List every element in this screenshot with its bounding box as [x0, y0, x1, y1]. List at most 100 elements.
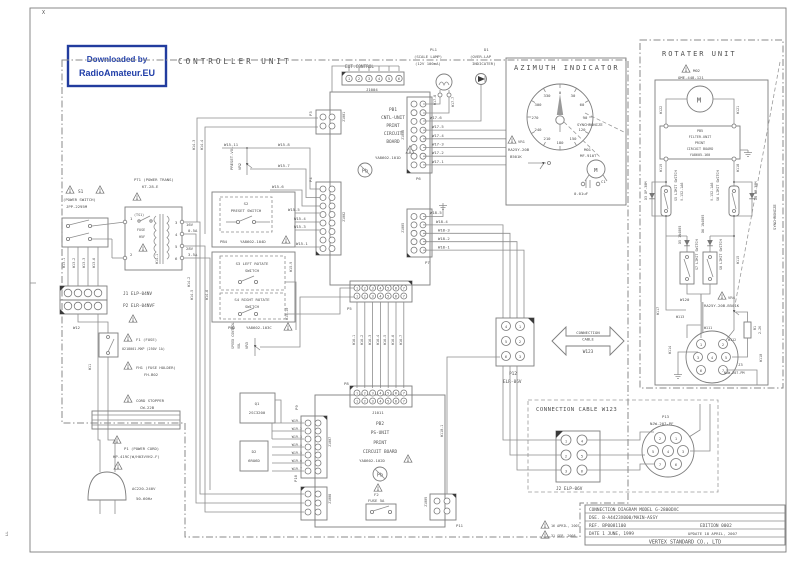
pin-number: 2 — [364, 390, 366, 395]
svg-text:CONNECTION CABLE W123: CONNECTION CABLE W123 — [536, 407, 617, 413]
svg-text:J1001: J1001 — [342, 112, 346, 122]
pin-number: 6 — [395, 293, 398, 298]
wire-label: W16-7 — [399, 335, 403, 345]
svg-text:F1 (FUSE): F1 (FUSE) — [136, 337, 157, 342]
wire-label: W17-7 — [451, 97, 455, 107]
diode-icon — [683, 239, 691, 247]
connector-pin — [515, 336, 525, 346]
wire — [677, 351, 698, 372]
connector-pin — [328, 211, 336, 218]
connector-pin — [369, 284, 377, 292]
connector-pin — [319, 236, 327, 244]
pin-number: 5 — [387, 390, 389, 395]
svg-text:2: 2 — [130, 252, 133, 257]
svg-text:MF-910T: MF-910T — [580, 153, 597, 158]
azimuth-motor-m01: M01 MF-910T M C1 0.01uF — [574, 147, 608, 196]
connector-pin — [400, 389, 408, 397]
connector-pin — [384, 284, 392, 292]
connector-pin — [314, 451, 322, 459]
svg-text:ELR-06V: ELR-06V — [503, 379, 522, 385]
wire-label: W17-4 — [432, 133, 444, 138]
wire-label: W13-2 — [72, 258, 76, 268]
connector-pin — [392, 389, 400, 397]
connector-pin — [345, 74, 353, 83]
svg-text:PRESET.VOL: PRESET.VOL — [229, 146, 234, 170]
wire-label: W121 — [736, 106, 740, 114]
rotator-unit-title: ROTATER UNIT — [662, 50, 737, 58]
svg-text:5: 5 — [652, 449, 654, 454]
wire-label: W16-6 — [391, 335, 395, 345]
wire-label: W11 — [88, 364, 92, 370]
wire — [665, 236, 686, 311]
pin-number: 5 — [581, 453, 583, 458]
connector-pin — [410, 161, 418, 169]
wire-label: W14-1 — [155, 254, 159, 264]
svg-text:P1 (POWER CORD): P1 (POWER CORD) — [124, 446, 159, 451]
svg-text:(POWER SWITCH): (POWER SWITCH) — [63, 197, 96, 202]
connector-p13: P13 NJW-207-PF 2 1 5 4 3 7 6 — [641, 414, 695, 478]
connector-pin — [319, 202, 327, 210]
pin-number: 2 — [364, 398, 366, 403]
pin-number: 3 — [371, 390, 373, 395]
svg-text:FILTER-UNIT: FILTER-UNIT — [689, 135, 711, 139]
pin-number: 4 — [581, 438, 584, 443]
svg-text:P6: P6 — [416, 176, 421, 181]
connector-pin — [328, 113, 336, 121]
pin-number: 5 — [387, 293, 389, 298]
wire — [726, 369, 758, 385]
warning-icon — [540, 520, 550, 529]
svg-text:J1002: J1002 — [342, 212, 346, 222]
svg-text:SPEED CONTROL: SPEED CONTROL — [231, 322, 235, 349]
pin-number: 4 — [505, 324, 508, 329]
wire-label: W18-2 — [438, 236, 450, 241]
svg-text:3.5A: 3.5A — [188, 252, 198, 257]
wire-label: W15-6 — [272, 184, 284, 189]
svg-text:PRINT: PRINT — [373, 440, 387, 446]
svg-text:(12V 100mA): (12V 100mA) — [415, 61, 441, 66]
pb5-filter-board: PB5 FILTER-UNIT PRINT CIRCUIT BOARD YA86… — [659, 123, 753, 162]
revision-entry: 31 SEP, 2008 — [551, 534, 576, 538]
connector-pin — [443, 507, 451, 515]
pin-number: 3 — [368, 76, 370, 81]
pb-free-icon: Pb — [372, 466, 388, 482]
connector-pin — [93, 301, 103, 311]
svg-text:3: 3 — [682, 449, 684, 454]
wire-label: W16-1 — [352, 335, 356, 345]
svg-text:YA8602-101D: YA8602-101D — [375, 155, 401, 160]
connector-pin — [515, 351, 525, 361]
connector-pin — [319, 219, 327, 227]
synchronize-linkage — [734, 61, 781, 306]
svg-text:RA25Y-20B: RA25Y-20B — [508, 147, 530, 152]
badge-line2: RadioAmateur.EU — [79, 68, 155, 78]
wire-label: W17-8 — [433, 95, 437, 105]
svg-text:PB4: PB4 — [220, 239, 228, 244]
connector-pin — [304, 419, 312, 427]
connector-pin — [410, 213, 418, 220]
svg-text:J1009: J1009 — [424, 497, 428, 507]
pin-number: 1 — [348, 76, 351, 81]
wire-label: W19-6 — [292, 459, 302, 463]
connector-pin — [384, 389, 392, 397]
connector-pin — [392, 397, 400, 405]
svg-text:KT-28-E: KT-28-E — [142, 184, 159, 189]
svg-text:7: 7 — [659, 462, 661, 467]
title-block: CONNECTION DIAGRAM MODEL G-2800DXC DSE. … — [584, 504, 786, 546]
connector-pin — [501, 321, 511, 331]
controller-unit-boundary — [61, 59, 629, 538]
wire-label: W16-4 — [376, 335, 380, 345]
wire-label: W16-5 — [383, 335, 387, 345]
compass-needle — [556, 94, 564, 115]
connector-j1001: P3 J1001 — [308, 109, 346, 135]
connector-pin — [410, 152, 418, 160]
svg-text:YA8602-103C: YA8602-103C — [246, 325, 272, 330]
svg-text:S7 LIMIT SWITCH: S7 LIMIT SWITCH — [695, 239, 699, 270]
svg-text:S1: S1 — [78, 189, 84, 195]
svg-text:PB3: PB3 — [228, 325, 236, 330]
connector-pin — [392, 292, 400, 300]
connector-pin — [361, 292, 369, 300]
diode-icon — [648, 192, 656, 200]
wire-label: W19-1 — [292, 419, 302, 423]
connector-pin — [328, 185, 336, 193]
